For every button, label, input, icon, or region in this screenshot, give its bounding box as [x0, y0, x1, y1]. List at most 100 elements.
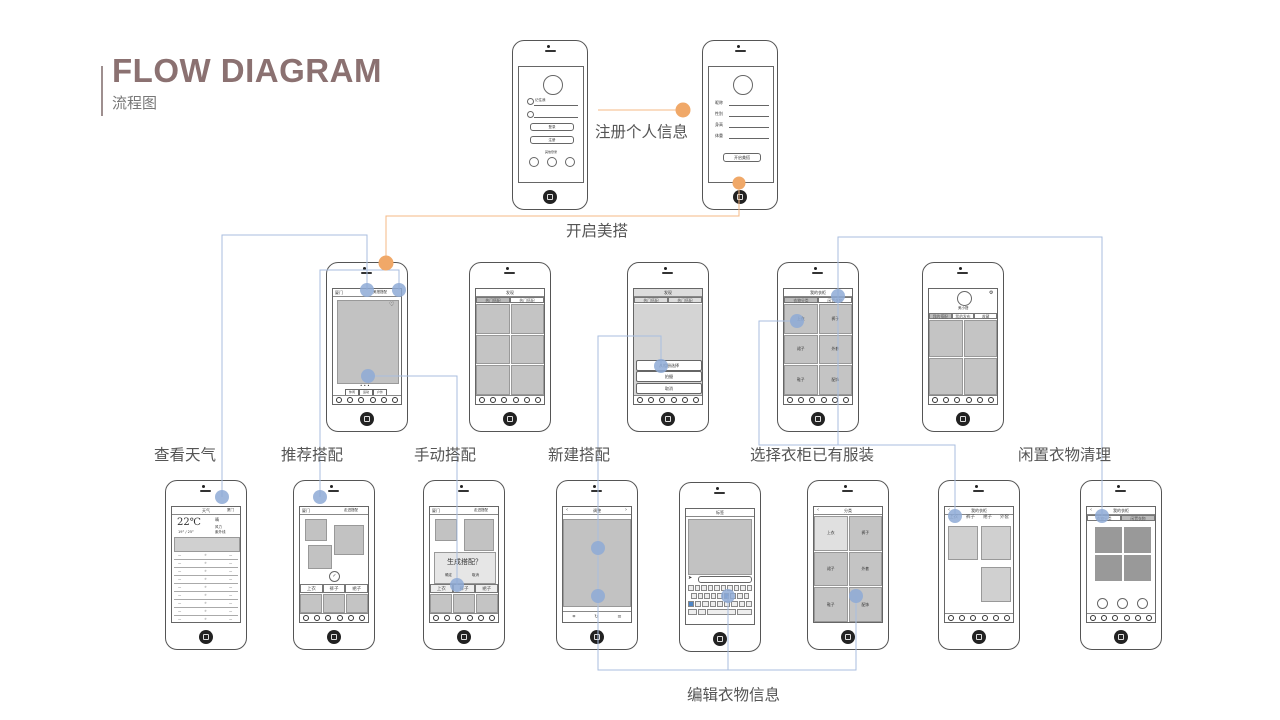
phone-profile: 昵称 性别 身高 体重 开启美搭	[702, 40, 778, 210]
home-button[interactable]	[956, 412, 970, 426]
category-grid[interactable]: 上衣裤子 裙子外套 鞋子配饰	[784, 304, 852, 395]
screen-keyboard: 标签 ➤	[685, 508, 755, 625]
confirm-button[interactable]: 确定	[445, 573, 452, 577]
home-button[interactable]	[360, 412, 374, 426]
screen-profile: 昵称 性别 身高 体重 开启美搭	[708, 66, 774, 183]
feed-grid[interactable]	[476, 304, 544, 395]
label-manual: 手动搭配	[414, 446, 477, 464]
adjust-icon: ≡	[617, 614, 622, 620]
phone-recommend-2: 厦门 走进搭配 ✓ 上衣裤子裙子	[293, 480, 375, 650]
home-button[interactable]	[841, 630, 855, 644]
back-icon[interactable]: ‹	[1090, 507, 1092, 513]
screen-recommend-2: 厦门 走进搭配 ✓ 上衣裤子裙子	[299, 506, 369, 623]
phone-discover: 发现 热门搭配热门搭配	[469, 262, 551, 432]
phone-weather: 天气 厦门 22℃ 19° / 25° 晴 风力 紫外线 —☼— —☼— —☼—…	[165, 480, 247, 650]
title-accent-bar	[101, 66, 103, 116]
category-grid[interactable]: 上衣裤子 裙子外套 鞋子配饰	[814, 516, 882, 622]
dot-register	[675, 102, 691, 118]
phone-create-sheet: 发现 热门搭配热门搭配 从相册选择 拍摄 取消	[627, 262, 709, 432]
crop-icon: ⌗	[572, 614, 576, 620]
label-edit: 编辑衣物信息	[687, 686, 781, 704]
tab-bar[interactable]	[945, 613, 1013, 622]
tab-bar[interactable]	[1087, 613, 1155, 622]
check-icon[interactable]: ✓	[329, 571, 340, 582]
screen-weather: 天气 厦门 22℃ 19° / 25° 晴 风力 紫外线 —☼— —☼— —☼—…	[171, 506, 241, 623]
edit-tool-bar[interactable]: ⌗↻≡	[563, 611, 631, 622]
screen-idle: 我的衣柜 ‹ 衣物分类闲置衣物	[1086, 506, 1156, 623]
lock-icon	[527, 111, 534, 118]
screen-discover: 发现 热门搭配热门搭配	[475, 288, 545, 405]
send-icon[interactable]: ➤	[688, 575, 693, 581]
phone-wardrobe: 我的衣柜 衣物分类闲置衣物 上衣裤子 裙子外套 鞋子配饰	[777, 262, 859, 432]
photo-area[interactable]	[563, 519, 631, 607]
user-icon	[527, 98, 534, 105]
home-button[interactable]	[713, 632, 727, 646]
calendar-icon[interactable]	[1097, 598, 1108, 609]
home-button[interactable]	[590, 630, 604, 644]
label-idle: 闲置衣物清理	[1018, 446, 1112, 464]
phone-idle: 我的衣柜 ‹ 衣物分类闲置衣物	[1080, 480, 1162, 650]
screen-create-sheet: 发现 热门搭配热门搭配 从相册选择 拍摄 取消	[633, 288, 703, 405]
avatar-icon	[733, 75, 753, 95]
heart-icon[interactable]: ♡	[389, 301, 395, 308]
phone-login: 记住我 登录 注册 其他登录	[512, 40, 588, 210]
wechat-icon[interactable]	[529, 157, 539, 167]
tab-bar[interactable]	[300, 613, 368, 622]
home-button[interactable]	[327, 630, 341, 644]
label-create: 新建搭配	[548, 446, 611, 464]
page-subtitle: 流程图	[112, 94, 158, 112]
screen-manual: 厦门 走进搭配 生成搭配？ 确定 取消 上衣裤子裙子	[429, 506, 499, 623]
label-enable: 开启美搭	[566, 222, 629, 240]
register-button[interactable]: 注册	[530, 136, 574, 144]
trash-icon[interactable]	[1137, 598, 1148, 609]
home-button[interactable]	[199, 630, 213, 644]
start-button[interactable]: 开启美搭	[723, 153, 761, 162]
cancel-option[interactable]: 取消	[636, 383, 702, 394]
outfit-image	[337, 300, 399, 384]
screen-recommend: 厦门 美搭搭配 ♡ • • • 休闲 运动 户外	[332, 288, 402, 405]
back-icon[interactable]: ‹	[817, 507, 819, 513]
screen-select: 我的衣柜 ‹ 上衣裤子裙子外套	[944, 506, 1014, 623]
phone-category: 分类 ‹ 上衣裤子 裙子外套 鞋子配饰	[807, 480, 889, 650]
avatar-icon	[957, 291, 972, 306]
label-wardrobe: 选择衣柜已有服装	[750, 446, 875, 464]
qq-icon[interactable]	[547, 157, 557, 167]
label-recommend: 推荐搭配	[281, 446, 344, 464]
phone-select: 我的衣柜 ‹ 上衣裤子裙子外套	[938, 480, 1020, 650]
home-button[interactable]	[661, 412, 675, 426]
phone-manual: 厦门 走进搭配 生成搭配？ 确定 取消 上衣裤子裙子	[423, 480, 505, 650]
home-button[interactable]	[733, 190, 747, 204]
back-icon[interactable]: ‹	[948, 507, 950, 513]
weibo-icon[interactable]	[565, 157, 575, 167]
home-button[interactable]	[972, 630, 986, 644]
gear-icon[interactable]: ⚙	[989, 290, 994, 296]
avatar-icon	[543, 75, 563, 95]
tab-bar[interactable]	[476, 395, 544, 404]
screen-login: 记住我 登录 注册 其他登录	[518, 66, 584, 183]
tab-bar[interactable]	[929, 395, 997, 404]
label-register: 注册个人信息	[595, 123, 689, 141]
login-button[interactable]: 登录	[530, 123, 574, 131]
cancel-button[interactable]: 取消	[472, 573, 479, 577]
cart-icon[interactable]	[1117, 598, 1128, 609]
page-title: FLOW DIAGRAM	[112, 52, 382, 89]
camera-option[interactable]: 拍摄	[636, 371, 702, 382]
home-button[interactable]	[503, 412, 517, 426]
phone-recommend: 厦门 美搭搭配 ♡ • • • 休闲 运动 户外	[326, 262, 408, 432]
screen-edit: 调整 ‹ › ⌗↻≡	[562, 506, 632, 623]
home-button[interactable]	[811, 412, 825, 426]
tab-bar[interactable]	[333, 395, 401, 404]
home-button[interactable]	[457, 630, 471, 644]
home-button[interactable]	[543, 190, 557, 204]
phone-keyboard: 标签 ➤	[679, 482, 761, 652]
tab-bar[interactable]	[634, 395, 702, 404]
tag-input[interactable]	[698, 576, 752, 583]
label-weather: 查看天气	[154, 446, 217, 464]
forward-icon[interactable]: ›	[625, 507, 627, 513]
tab-bar[interactable]	[430, 613, 498, 622]
tab-bar[interactable]	[784, 395, 852, 404]
album-option[interactable]: 从相册选择	[636, 360, 702, 371]
home-button[interactable]	[1114, 630, 1128, 644]
back-icon[interactable]: ‹	[566, 507, 568, 513]
screen-wardrobe: 我的衣柜 衣物分类闲置衣物 上衣裤子 裙子外套 鞋子配饰	[783, 288, 853, 405]
